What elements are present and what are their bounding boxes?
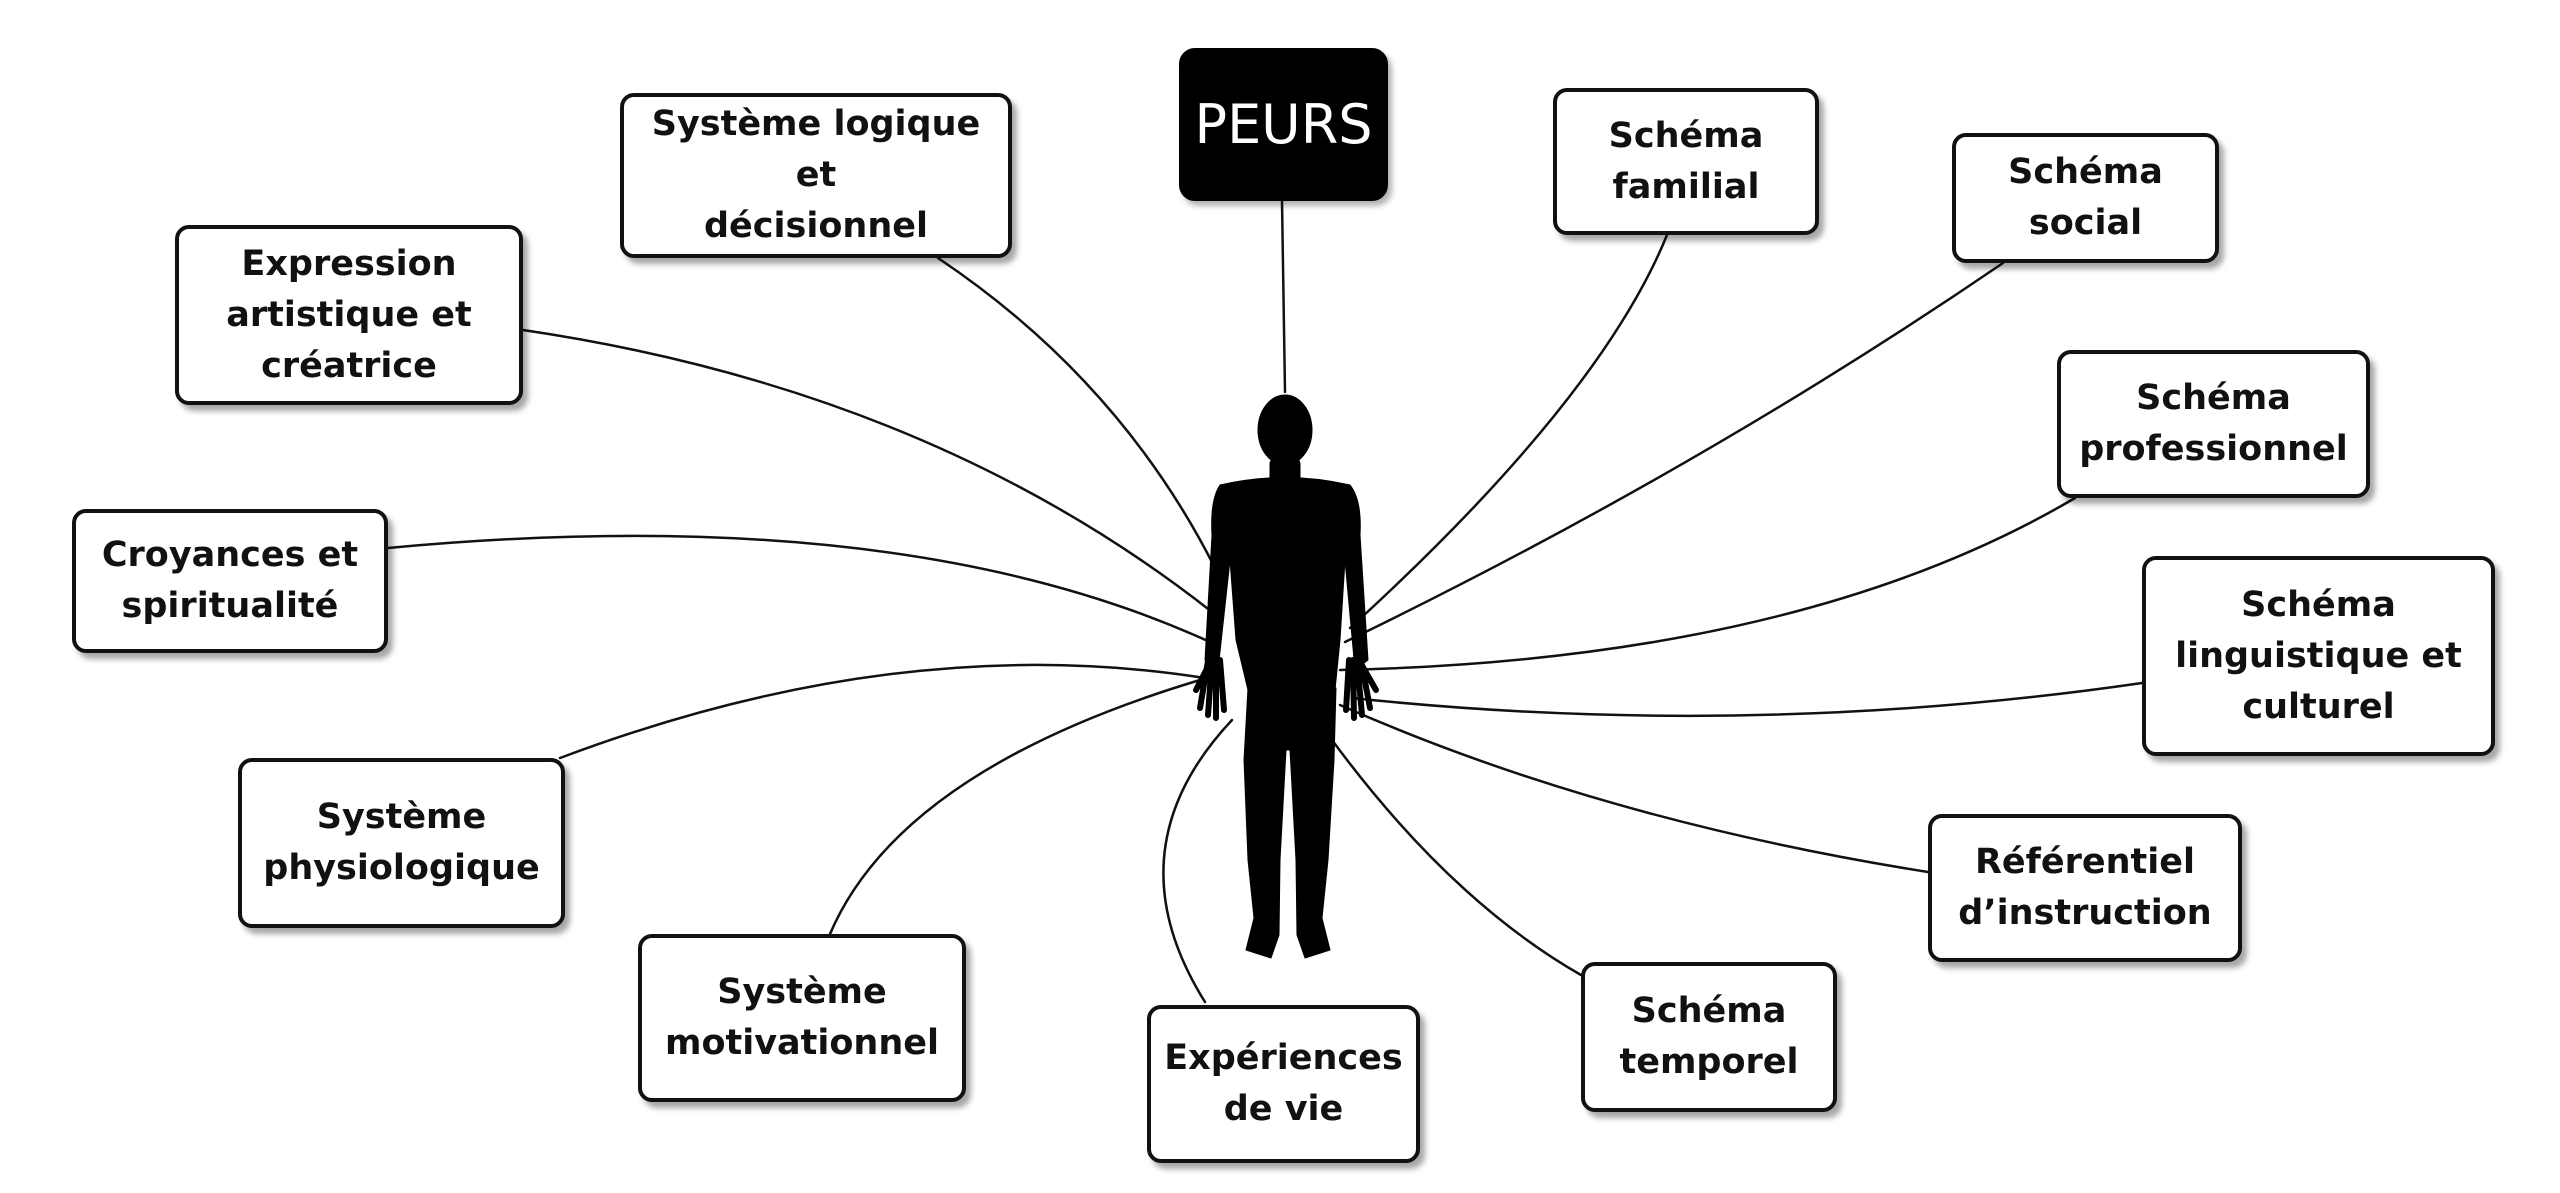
node-systeme-motivationnel: Système motivationnel [638, 934, 966, 1102]
node-schema-professionnel: Schéma professionnel [2057, 350, 2370, 498]
connector-expression [521, 328, 1214, 614]
node-croyances-spiritualite: Croyances et spiritualité [72, 509, 388, 653]
connector-croyances [386, 534, 1212, 644]
connector-experiences [1162, 718, 1234, 1004]
node-expression-artistique: Expression artistique et créatrice [175, 225, 523, 405]
connector-motivationnel [828, 678, 1202, 936]
connector-temporel [1330, 738, 1583, 977]
node-systeme-physiologique: Système physiologique [238, 758, 565, 928]
node-schema-temporel: Schéma temporel [1581, 962, 1837, 1112]
node-experiences-de-vie: Expériences de vie [1147, 1005, 1420, 1163]
node-schema-social: Schéma social [1952, 133, 2219, 263]
connector-professionnel [1338, 496, 2077, 672]
diagram-title-peurs: PEURS [1179, 48, 1388, 201]
connector-physiologique [558, 663, 1207, 760]
human-silhouette-icon [1193, 394, 1379, 959]
connector-linguistique [1350, 681, 2144, 718]
connector-instruction [1338, 703, 1930, 874]
node-systeme-logique-decisionnel: Système logique et décisionnel [620, 93, 1012, 258]
connector-social [1343, 261, 2005, 644]
connector-systeme-logique [936, 256, 1217, 570]
node-schema-linguistique-culturel: Schéma linguistique et culturel [2142, 556, 2495, 756]
node-referentiel-instruction: Référentiel d’instruction [1928, 814, 2242, 962]
connector-peurs [1280, 199, 1287, 394]
node-schema-familial: Schéma familial [1553, 88, 1819, 235]
connector-familial [1348, 233, 1669, 630]
